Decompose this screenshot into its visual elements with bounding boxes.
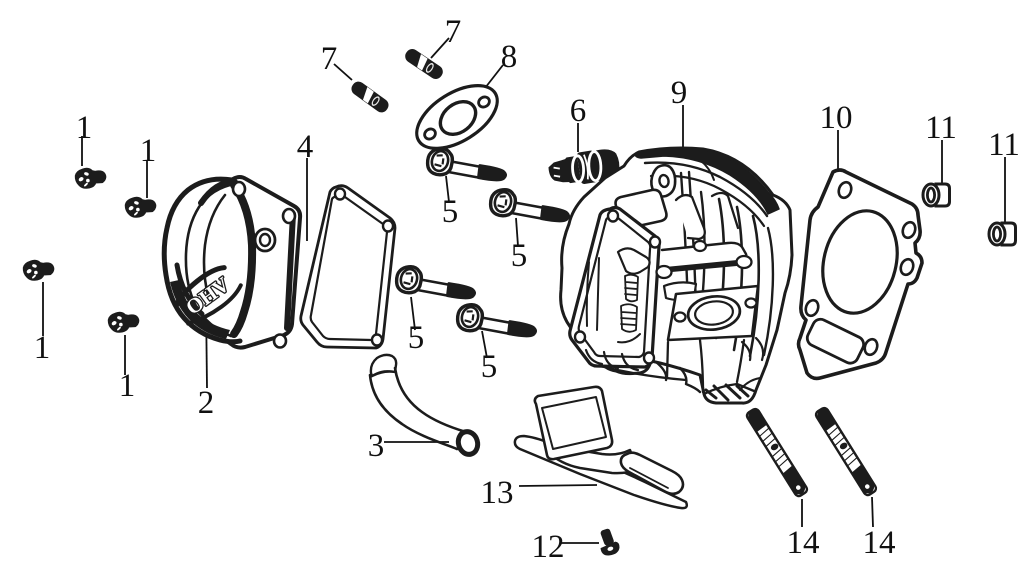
svg-text:11: 11 [925, 110, 957, 146]
svg-text:11: 11 [988, 127, 1020, 163]
svg-text:14: 14 [863, 525, 896, 561]
svg-text:5: 5 [511, 238, 528, 274]
svg-text:8: 8 [501, 39, 518, 75]
svg-text:1: 1 [140, 133, 157, 169]
svg-text:14: 14 [787, 525, 820, 561]
svg-text:5: 5 [442, 194, 459, 230]
svg-text:3: 3 [368, 428, 385, 464]
svg-text:2: 2 [198, 385, 215, 421]
svg-text:10: 10 [820, 100, 853, 136]
svg-text:4: 4 [297, 129, 314, 165]
svg-text:6: 6 [570, 93, 587, 129]
svg-text:1: 1 [34, 330, 51, 366]
svg-text:5: 5 [408, 320, 425, 356]
svg-text:1: 1 [76, 110, 93, 146]
svg-text:1: 1 [119, 368, 136, 404]
svg-text:12: 12 [532, 529, 565, 565]
svg-text:7: 7 [445, 14, 462, 50]
svg-text:7: 7 [321, 41, 338, 77]
svg-text:5: 5 [481, 349, 498, 385]
svg-text:9: 9 [671, 75, 688, 111]
svg-text:13: 13 [481, 475, 514, 511]
